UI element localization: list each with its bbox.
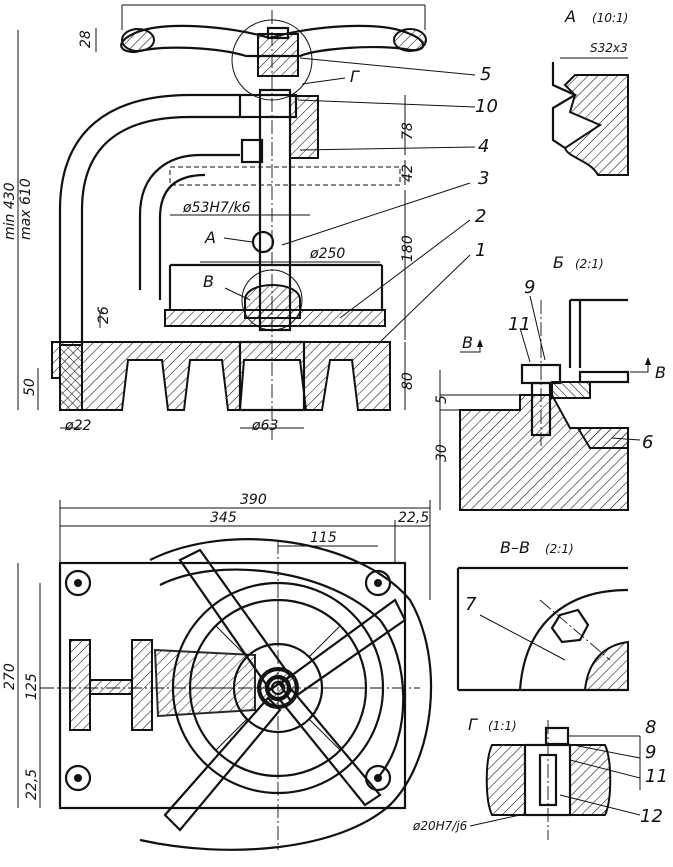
dim-125: 125 [24, 673, 40, 700]
callout-11-b: 11 [508, 314, 531, 335]
dim-270: 270 [2, 663, 18, 690]
dim-22-5-side: 22,5 [24, 769, 40, 800]
dim-42: 42 [400, 164, 416, 182]
dim-phi-22: ø22 [64, 418, 91, 434]
dim-80: 80 [400, 372, 416, 390]
detail-a-title: А [564, 7, 576, 26]
dim-345: 345 [210, 510, 237, 526]
cut-label-right: В [655, 363, 666, 382]
dim-28: 28 [78, 30, 94, 48]
callout-11: 11 [645, 766, 668, 787]
callout-5: 5 [480, 64, 491, 85]
dim-50: 50 [22, 378, 38, 396]
handwheel [120, 19, 427, 101]
detail-a: А (10:1) S32x3 [551, 7, 629, 176]
dim-phi-250: ø250 [309, 246, 345, 262]
section-vv-scale: (2:1) [545, 542, 574, 556]
view-marker-g: Г [350, 67, 360, 86]
dim-5: 5 [434, 395, 450, 404]
detail-b-title: Б [553, 253, 564, 272]
dim-fit-20: ø20H7/j6 [412, 819, 468, 833]
view-marker-v: В [203, 272, 214, 291]
callout-4: 4 [478, 136, 489, 157]
detail-g-scale: (1:1) [488, 719, 517, 733]
dim-390: 390 [240, 492, 267, 508]
callout-2: 2 [475, 206, 486, 227]
dim-26: 26 [96, 306, 112, 324]
detail-b-scale: (2:1) [575, 257, 604, 271]
callout-9: 9 [645, 742, 656, 763]
detail-g-title: Г [468, 715, 478, 734]
section-vv: В–В (2:1) 7 [456, 538, 629, 692]
dim-phi-63: ø63 [251, 418, 278, 434]
cut-label-left: В [462, 333, 473, 352]
dim-min-max-line1: min 430 [2, 182, 18, 240]
dim-180: 180 [400, 235, 416, 262]
dim-thread: S32x3 [590, 41, 628, 55]
front-view: 28 min 430 max 610 78 42 180 ø53H7/k6 ø2… [2, 4, 498, 440]
callout-9-b: 9 [524, 277, 535, 298]
callout-7: 7 [465, 594, 477, 615]
view-marker-a: А [204, 228, 216, 247]
c-frame [58, 93, 401, 345]
dim-30: 30 [434, 444, 450, 462]
dim-22-5-top: 22,5 [398, 510, 429, 526]
detail-b: Б (2:1) В В 9 11 6 5 30 [434, 253, 666, 511]
callout-1: 1 [475, 240, 486, 261]
dim-min-max-line2: max 610 [18, 178, 34, 240]
callout-8: 8 [645, 717, 656, 738]
callout-3: 3 [478, 168, 489, 189]
detail-g: Г (1:1) 8 9 11 12 ø20H7/j6 [412, 715, 668, 840]
detail-a-scale: (10:1) [592, 11, 628, 25]
base-casting [51, 340, 391, 412]
callout-12: 12 [640, 806, 663, 827]
dim-fit-53: ø53H7/k6 [182, 200, 251, 216]
front-leaders [223, 57, 476, 343]
plan-view: 390 345 22,5 115 270 125 22,5 [2, 492, 433, 851]
press-plate [164, 263, 386, 331]
callout-6: 6 [642, 432, 653, 453]
section-vv-title: В–В [500, 538, 530, 557]
dim-78: 78 [400, 122, 416, 140]
callout-10: 10 [475, 96, 498, 117]
dim-115: 115 [310, 530, 337, 546]
front-dim-lines [17, 4, 426, 429]
